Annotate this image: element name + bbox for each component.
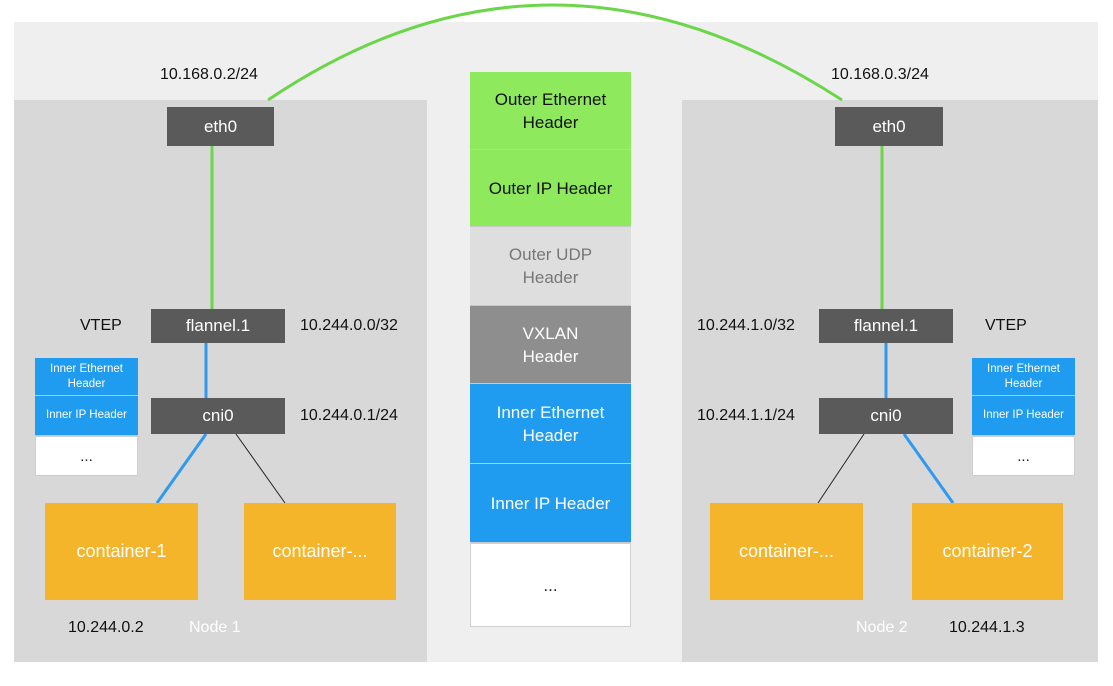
packet-inner-ethernet: Inner Ethernet Header: [470, 384, 631, 464]
node1-flannel-ip: 10.244.0.0/32: [300, 317, 398, 334]
node2-flannel: flannel.1: [819, 309, 953, 343]
node1-container-ip: 10.244.0.2: [68, 619, 144, 636]
node2-flannel-ip: 10.244.1.0/32: [697, 317, 795, 334]
node2-mini-inner-ip: Inner IP Header: [972, 396, 1075, 436]
node1-mini-inner-ethernet: Inner Ethernet Header: [35, 358, 138, 396]
node1-name: Node 1: [189, 619, 241, 636]
node2-vtep-label: VTEP: [985, 317, 1027, 334]
node2-container-ip: 10.244.1.3: [949, 619, 1025, 636]
node1-cni-container2-link: [235, 433, 286, 504]
packet-ellipsis: ...: [470, 543, 631, 627]
node1-container-1: container-1: [45, 503, 198, 600]
node2-mini-ellipsis: ...: [972, 436, 1075, 476]
node1-mini-ellipsis: ...: [35, 436, 138, 476]
node1-vtep-label: VTEP: [80, 317, 122, 334]
underlay-link: [267, 3, 843, 102]
node2-cni0: cni0: [819, 398, 953, 434]
node2-name: Node 2: [856, 619, 908, 636]
node1-cni0-ip: 10.244.0.1/24: [300, 407, 398, 424]
node2-eth0-ip: 10.168.0.3/24: [831, 66, 929, 83]
packet-vxlan: VXLAN Header: [470, 306, 631, 384]
packet-outer-udp: Outer UDP Header: [470, 227, 631, 306]
node1-cni0: cni0: [151, 398, 285, 434]
node1-container-2: container-...: [244, 503, 396, 600]
packet-outer-ip: Outer IP Header: [470, 150, 631, 227]
node1-eth0: eth0: [167, 107, 274, 146]
node1-mini-inner-ip: Inner IP Header: [35, 396, 138, 436]
node2-eth0: eth0: [835, 107, 943, 146]
node1-eth0-ip: 10.168.0.2/24: [160, 66, 258, 83]
node1-flannel: flannel.1: [151, 309, 285, 343]
node2-cni0-ip: 10.244.1.1/24: [697, 407, 795, 424]
node2-container-2: container-2: [912, 503, 1063, 600]
packet-outer-ethernet: Outer Ethernet Header: [470, 72, 631, 150]
packet-inner-ip: Inner IP Header: [470, 464, 631, 543]
node2-cni-container1-link: [817, 433, 865, 504]
node2-mini-inner-ethernet: Inner Ethernet Header: [972, 358, 1075, 396]
node2-container-1: container-...: [710, 503, 863, 600]
node2-cni-container2-link: [902, 433, 955, 504]
node1-cni-container1-link: [155, 433, 208, 504]
